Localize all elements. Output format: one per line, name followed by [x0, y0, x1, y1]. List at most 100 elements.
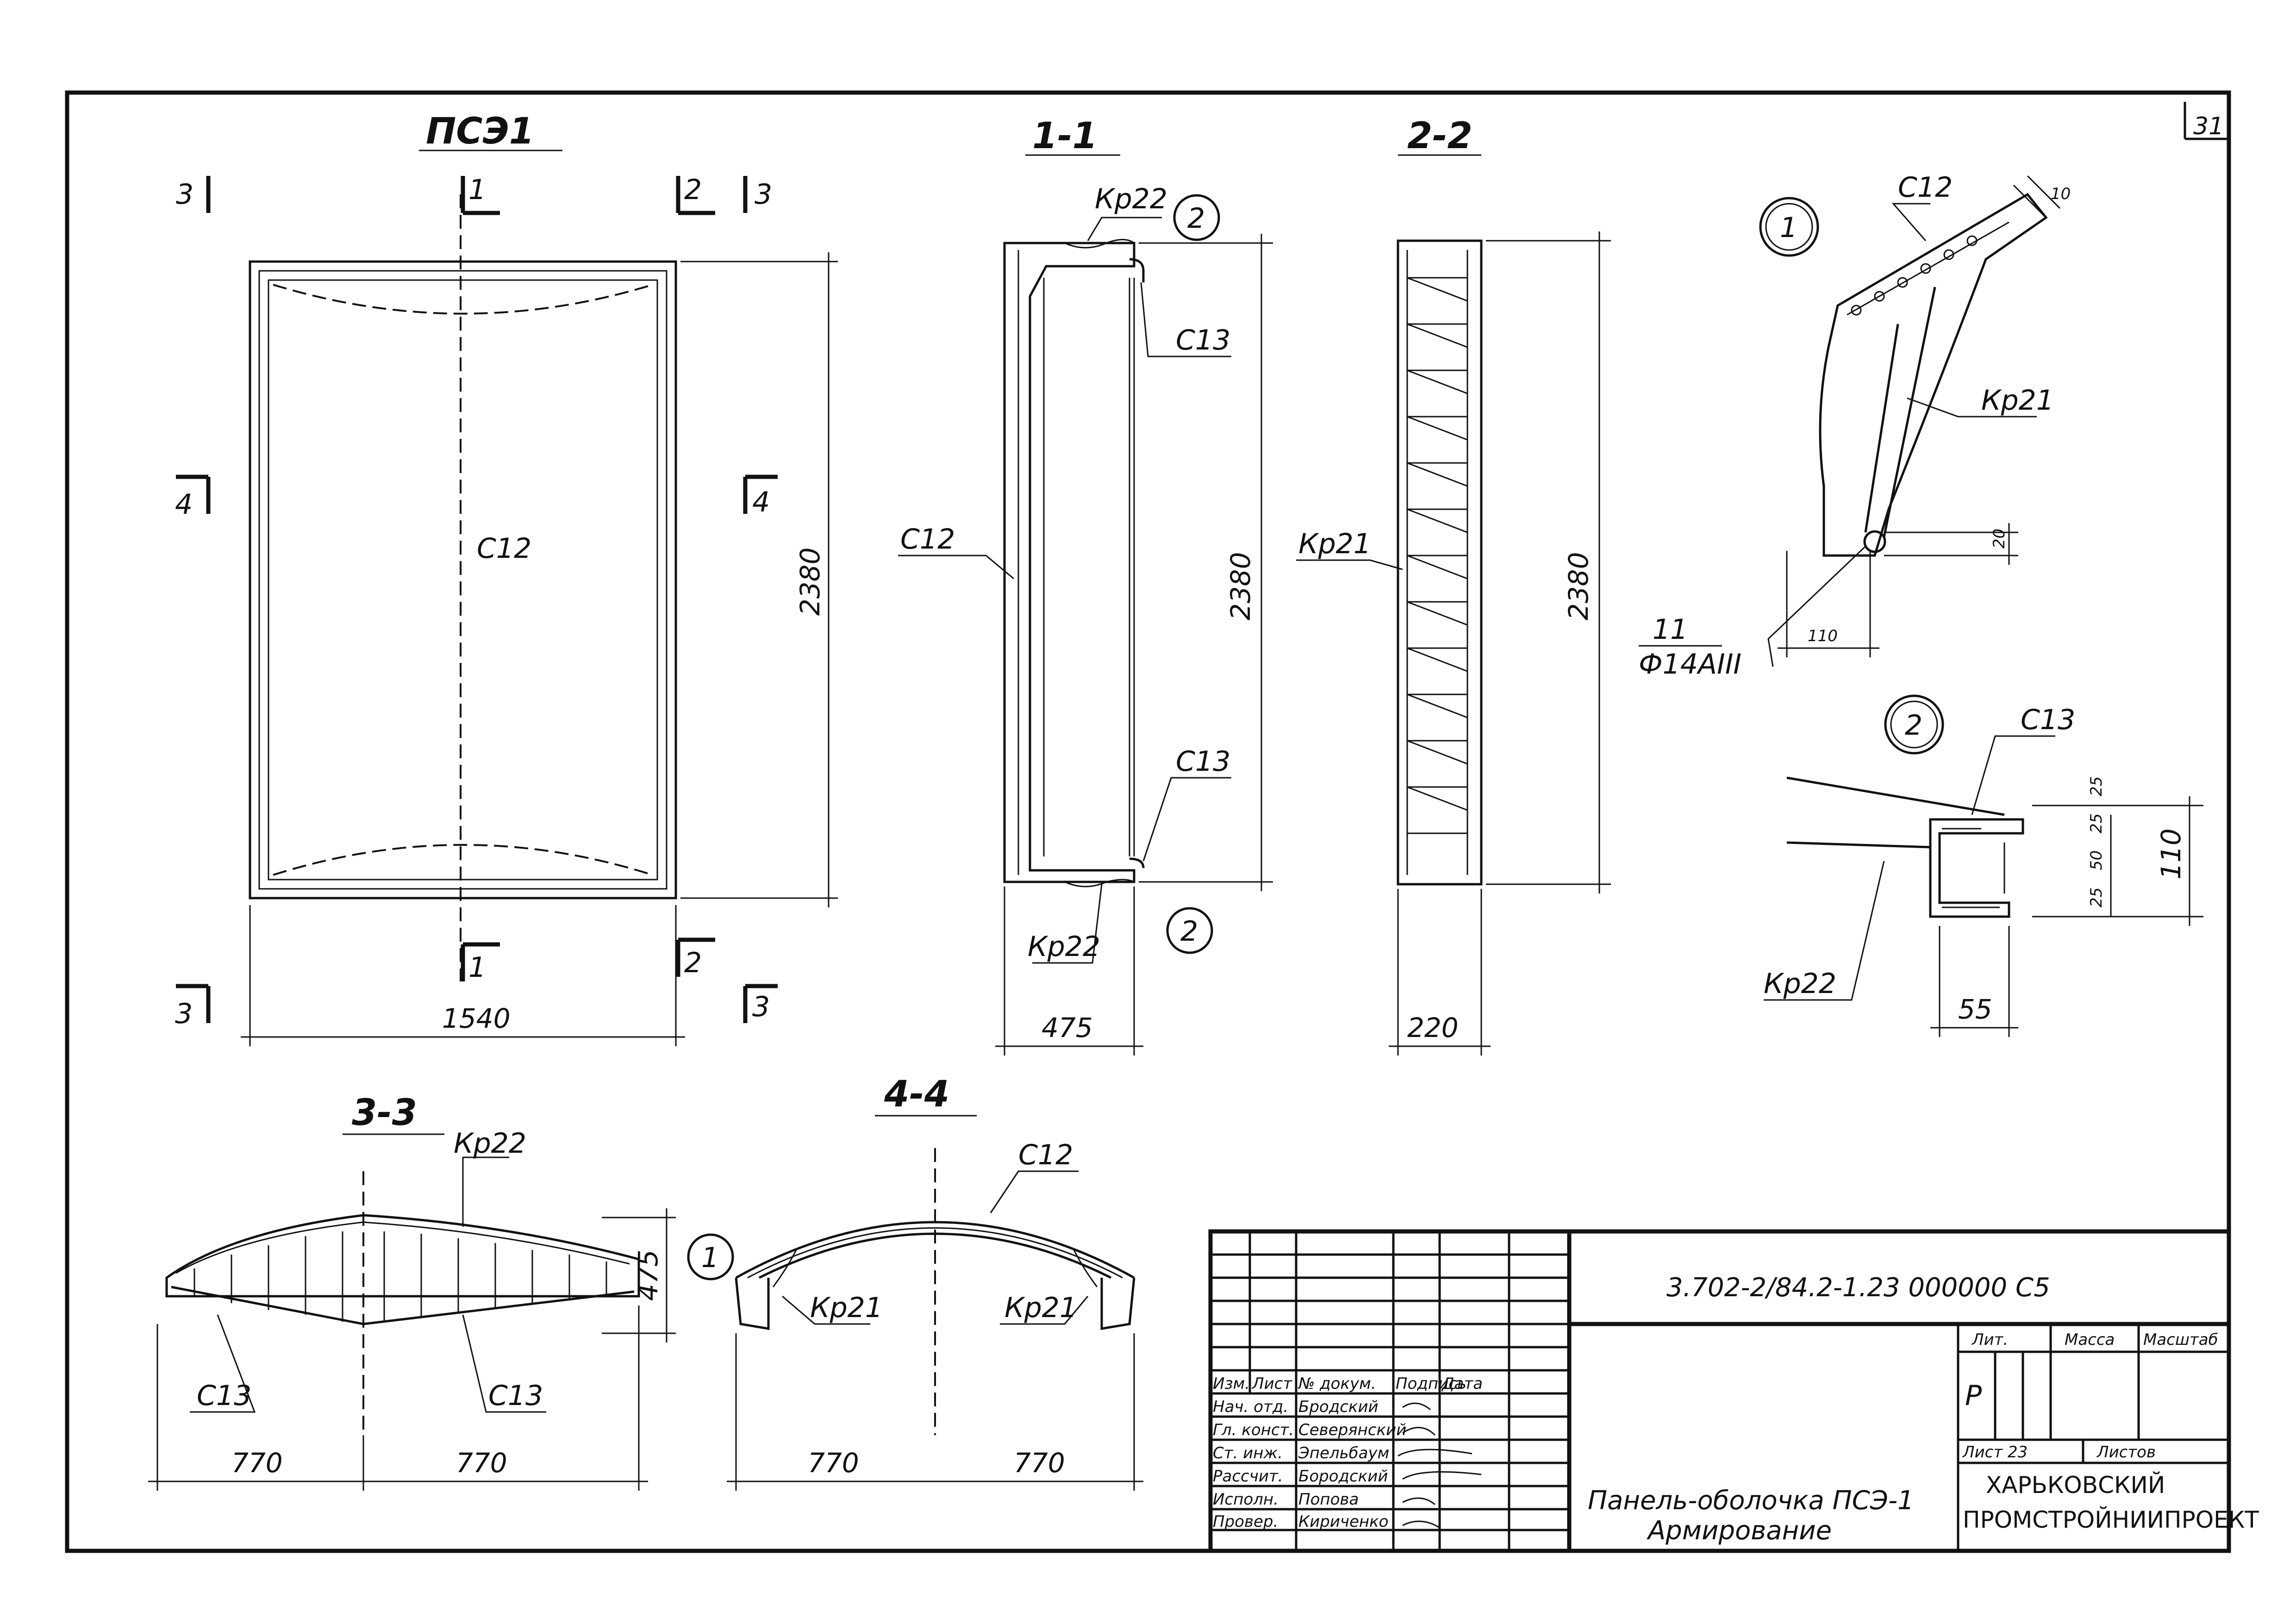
- tb-org-line2: ПРОМСТРОЙНИИПРОЕКТ: [1963, 1506, 2259, 1533]
- detail-2-label-kr22: Кр22: [1764, 968, 1836, 1000]
- callout-2-top: [1173, 194, 1220, 241]
- detail-1-dim-right: 20: [1990, 529, 2009, 549]
- section-4-4: 4-4 С12 Кр21 Кр21 770 770: [727, 1074, 1143, 1491]
- detail-1-dim-top: 10: [2051, 185, 2071, 203]
- tb-sheets-label: Листов: [2096, 1443, 2156, 1462]
- plan-width-dim: 1540: [442, 1003, 511, 1034]
- section-4-4-title: 4-4: [884, 1074, 949, 1115]
- tb-role-5: Провер.: [1213, 1512, 1278, 1531]
- section-3-3-label-c13-left: С13: [197, 1380, 251, 1412]
- cut-mark-2-bottom: 2: [684, 947, 702, 979]
- section-3-3-callout-1: [687, 1233, 734, 1280]
- tb-header-date: Дата: [1441, 1374, 1483, 1393]
- detail-2-dim-width: 55: [1958, 993, 1992, 1025]
- detail-1-dim-bottom: 110: [1808, 627, 1838, 645]
- detail-2: 2 С13 Кр22 25 25 50 25 110 55: [1764, 694, 2203, 1037]
- detail-2-dim-1: 25: [2087, 776, 2106, 796]
- detail-2-dim-3: 50: [2087, 850, 2106, 870]
- section-3-3-dim-right: 770: [456, 1447, 507, 1479]
- detail-2-number: 2: [1905, 709, 1922, 742]
- cut-mark-2-top: 2: [684, 174, 702, 206]
- tb-header-izm: Изм.: [1213, 1374, 1250, 1393]
- tb-org-line1: ХАРЬКОВСКИЙ: [1986, 1471, 2165, 1499]
- tb-scale-header: Масштаб: [2143, 1330, 2218, 1349]
- section-2-2-label-kr21: Кр21: [1298, 528, 1371, 560]
- section-3-3-dim-left: 770: [231, 1447, 283, 1479]
- tb-name-3: Бородский: [1298, 1467, 1388, 1486]
- section-4-4-label-kr21-right: Кр21: [1004, 1292, 1077, 1324]
- section-1-1-title: 1-1: [1032, 115, 1098, 157]
- cut-mark-3-top-left: 3: [176, 178, 193, 211]
- cut-mark-4-right: 4: [752, 486, 770, 518]
- cut-mark-3-bottom-left: 3: [175, 998, 193, 1030]
- section-1-1-label-kr22-bottom: Кр22: [1028, 931, 1100, 963]
- detail-2-dim-4: 25: [2087, 887, 2106, 907]
- sheet-frame: [65, 90, 2231, 1553]
- cut-mark-1-bottom: 1: [468, 951, 486, 984]
- callout-2-bottom: [1166, 907, 1213, 954]
- section-1-1-height-dim: 2380: [1225, 552, 1256, 620]
- sheet-number: 31: [2184, 102, 2229, 140]
- plan-height-dim: 2380: [794, 547, 826, 616]
- tb-title-line2: Армирование: [1647, 1516, 1832, 1546]
- section-1-1-callout-bottom: 2: [1180, 915, 1198, 948]
- detail-2-label-c13: С13: [2021, 704, 2075, 736]
- tb-lit-value: Р: [1965, 1380, 1982, 1412]
- detail-1-bar-mark: 11: [1653, 613, 1688, 646]
- detail-1: 1 С12 Кр21 10 20 110 11 Ф14АIII: [1639, 171, 2071, 681]
- section-4-4-label-kr21-left: Кр21: [810, 1292, 883, 1324]
- title-block: Изм. Лист № докум. Подпись Дата Нач. отд…: [1208, 1229, 2259, 1553]
- tb-header-list: Лист: [1251, 1374, 1292, 1393]
- tb-header-sign: Подпись: [1396, 1374, 1466, 1393]
- section-3-3-label-kr22: Кр22: [454, 1127, 526, 1160]
- section-4-4-label-c12: С12: [1018, 1139, 1073, 1171]
- cut-mark-4-left: 4: [175, 488, 193, 521]
- section-1-1-label-c13-bottom: С13: [1176, 745, 1230, 778]
- section-2-2-height-dim: 2380: [1563, 552, 1594, 620]
- section-1-1-label-c13-top: С13: [1176, 324, 1230, 356]
- section-1-1-width-dim: 475: [1042, 1012, 1093, 1043]
- tb-name-2: Эпельбаум: [1298, 1444, 1389, 1462]
- tb-role-1: Гл. конст.: [1213, 1421, 1294, 1439]
- tb-role-2: Ст. инж.: [1213, 1444, 1283, 1462]
- section-3-3-label-c13-right: С13: [488, 1380, 543, 1412]
- cut-mark-1-top: 1: [468, 174, 486, 206]
- section-4-4-dim-right: 770: [1014, 1447, 1065, 1479]
- detail-1-bar-spec: Ф14АIII: [1639, 648, 1741, 681]
- tb-sheet-label: Лист 23: [1962, 1443, 2028, 1462]
- tb-name-1: Северянский: [1298, 1421, 1406, 1439]
- tb-role-4: Исполн.: [1213, 1490, 1279, 1509]
- section-3-3: 3-3 Кр22 С13 С13 770 770 475 1: [148, 1092, 734, 1491]
- plan-title: ПСЭ1: [426, 111, 534, 152]
- tb-role-3: Рассчит.: [1213, 1467, 1283, 1486]
- section-4-4-dim-left: 770: [808, 1447, 859, 1479]
- cut-mark-3-bottom-right: 3: [752, 991, 770, 1023]
- tb-header-doc: № докум.: [1298, 1374, 1376, 1393]
- section-1-1: 1-1 Кр22 2 С13 С12 С13 Кр22 2 2380 475: [898, 115, 1273, 1056]
- section-1-1-label-kr22-top: Кр22: [1095, 183, 1167, 215]
- section-2-2: 2-2 Кр21 2380 220: [1296, 115, 1611, 1056]
- tb-mass-header: Масса: [2065, 1330, 2115, 1349]
- section-3-3-callout-text: 1: [701, 1242, 719, 1274]
- detail-1-label-kr21: Кр21: [1981, 384, 2054, 417]
- tb-title-line1: Панель-оболочка ПСЭ-1: [1588, 1486, 1914, 1516]
- section-1-1-label-c12: С12: [900, 523, 955, 556]
- detail-2-dim-2: 25: [2087, 813, 2106, 833]
- section-2-2-width-dim: 220: [1407, 1012, 1459, 1043]
- tb-role-0: Нач. отд.: [1213, 1398, 1288, 1416]
- section-3-3-title: 3-3: [352, 1092, 417, 1134]
- section-3-3-height-dim: 475: [632, 1249, 664, 1301]
- plan-view: ПСЭ1 С12 1 1 2 2 3 3 3 3 4 4 1540 2380: [175, 111, 838, 1046]
- tb-name-5: Кириченко: [1298, 1512, 1389, 1531]
- detail-2-dim-height: 110: [2155, 828, 2187, 880]
- tb-lit-header: Лит.: [1971, 1330, 2008, 1349]
- cut-mark-3-top-right: 3: [755, 178, 772, 211]
- detail-1-label-c12: С12: [1898, 171, 1953, 204]
- section-2-2-title: 2-2: [1407, 115, 1472, 157]
- tb-name-0: Бродский: [1298, 1398, 1379, 1416]
- tb-name-4: Попова: [1298, 1490, 1359, 1509]
- plan-center-label: С12: [477, 532, 531, 565]
- detail-1-number: 1: [1780, 212, 1797, 244]
- sheet-number-text: 31: [2193, 112, 2224, 140]
